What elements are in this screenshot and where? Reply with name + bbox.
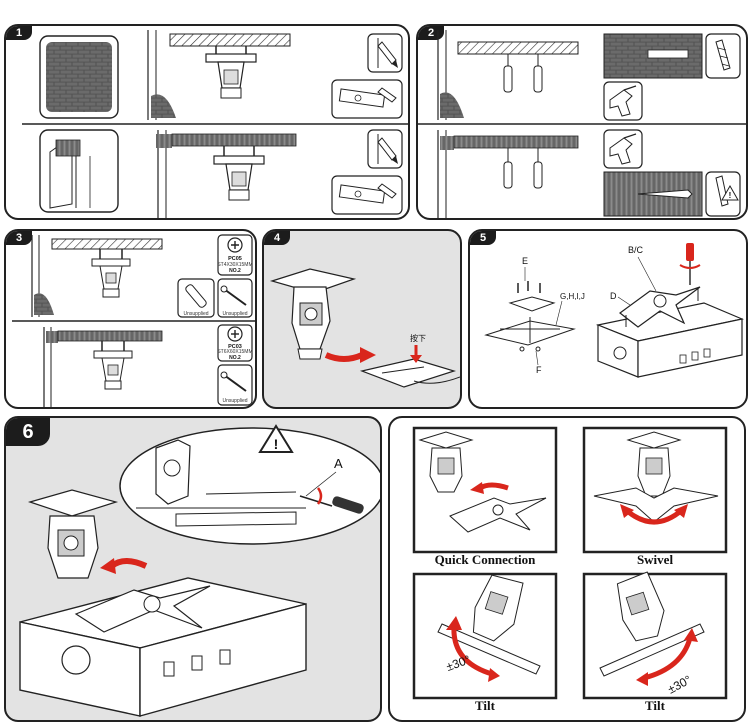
unsupplied-label-2: Unsupplied — [222, 311, 247, 317]
drill-bit-icon — [705, 33, 741, 79]
swivel-arrow — [624, 508, 684, 525]
unsupplied-label-3: Unsupplied — [222, 398, 247, 404]
screwdriver-icon — [679, 243, 701, 285]
screw-top-code: PC05 — [228, 256, 242, 262]
brick-wall-icon — [39, 35, 119, 119]
ceiling-mount-icon — [359, 358, 460, 388]
press-label: 按下 — [410, 333, 426, 343]
screw-bottom-code: PC03 — [228, 344, 242, 350]
step-5-panel: 5 E G,H,I,J F — [468, 229, 748, 409]
arrow-right — [324, 352, 364, 362]
screw-icon: PC03 ST6X60X15MM NO.2 — [217, 324, 253, 362]
pencil-mark-icon — [367, 129, 403, 169]
step-1-drawing — [22, 30, 408, 218]
ceiling-mount-icon — [484, 281, 576, 352]
ceiling-mount-icon — [74, 585, 211, 633]
screw-bottom-qty: NO.2 — [229, 355, 241, 361]
ceiling-mount-icon — [27, 489, 119, 579]
step-3-panel: 3 PC05 ST4X30X15MM — [4, 229, 257, 409]
ceiling-mount-icon — [437, 30, 579, 120]
swivel-caption: Swivel — [637, 552, 674, 567]
step-4-drawing: 按下 — [269, 268, 460, 388]
ceiling-mount-icon — [269, 268, 357, 360]
views-panel: Quick Connection Swivel ± — [388, 416, 746, 722]
brick-wall-icon — [603, 33, 703, 79]
step-6-panel: 6 A ! — [4, 416, 382, 722]
warning-symbol: ! — [274, 436, 279, 452]
screw-icon: Unsupplied — [217, 364, 253, 406]
step-2-drawing: ! — [418, 30, 746, 218]
projector-icon — [19, 577, 307, 717]
tilt-right-arrow — [643, 637, 693, 681]
label-ghij: G,H,I,J — [560, 292, 585, 301]
wood-beam-icon — [603, 171, 703, 217]
screwdriver-icon — [299, 487, 364, 514]
ceiling-mount-icon — [418, 431, 547, 533]
ceiling-mount-icon — [437, 574, 541, 675]
screw-bottom-spec: ST6X60X15MM — [217, 349, 252, 355]
label-f: F — [536, 365, 542, 375]
ceiling-mount-icon — [147, 30, 291, 120]
step-3-number: 3 — [6, 231, 32, 245]
step-3-drawing: PC05 ST4X30X15MM NO.2 Unsupplied Unsuppl… — [12, 234, 255, 407]
spirit-level-icon — [331, 79, 403, 119]
ceiling-mount-icon — [156, 130, 297, 218]
step-1-number: 1 — [6, 26, 32, 40]
ceiling-mount-icon — [136, 439, 306, 527]
unsupplied-label-1: Unsupplied — [183, 311, 208, 317]
ceiling-mount-icon — [31, 235, 163, 317]
tilt-right-caption: Tilt — [645, 698, 666, 713]
power-drill-icon — [603, 81, 643, 121]
screw-icon: PC05 ST4X30X15MM NO.2 — [217, 234, 253, 276]
tilt-left-caption: Tilt — [475, 698, 496, 713]
step-6-number: 6 — [6, 418, 50, 446]
step-6-drawing: A ! — [19, 424, 380, 717]
step-4-panel: 4 按下 — [262, 229, 462, 409]
step-4-number: 4 — [264, 231, 290, 245]
ceiling-mount-icon — [593, 431, 719, 523]
label-bc: B/C — [628, 245, 644, 255]
ceiling-mount-icon — [619, 286, 701, 328]
ceiling-mount-icon — [43, 327, 163, 407]
quick-connection-view — [412, 426, 558, 554]
svg-text:!: ! — [729, 191, 732, 200]
warning-icon: ! — [705, 171, 741, 217]
step-2-panel: 2 — [416, 24, 748, 220]
arrow-left — [478, 482, 509, 491]
wood-beam-icon — [39, 129, 119, 213]
tilt-left-arrow — [451, 625, 493, 677]
screw-top-qty: NO.2 — [229, 268, 241, 274]
label-e: E — [522, 256, 528, 266]
pencil-mark-icon — [367, 33, 403, 73]
step-5-drawing: E G,H,I,J F B/C — [484, 243, 744, 378]
spirit-level-icon — [331, 175, 403, 215]
screw-icon: Unsupplied — [217, 278, 253, 318]
step-1-panel: 1 — [4, 24, 410, 220]
warning-icon: ! — [258, 424, 294, 453]
label-d: D — [610, 291, 617, 301]
arrow-left — [110, 558, 148, 569]
ceiling-mount-icon — [437, 130, 579, 218]
step-5-number: 5 — [470, 231, 496, 245]
power-drill-icon — [603, 129, 643, 169]
quick-connection-caption: Quick Connection — [435, 552, 537, 567]
projector-icon — [595, 302, 744, 378]
screw-top-spec: ST4X30X15MM — [217, 262, 252, 268]
ceiling-mount-icon — [599, 571, 705, 677]
drill-bit-icon: Unsupplied — [177, 278, 215, 318]
views-drawing: Quick Connection Swivel ± — [412, 426, 728, 713]
label-a: A — [334, 456, 343, 471]
